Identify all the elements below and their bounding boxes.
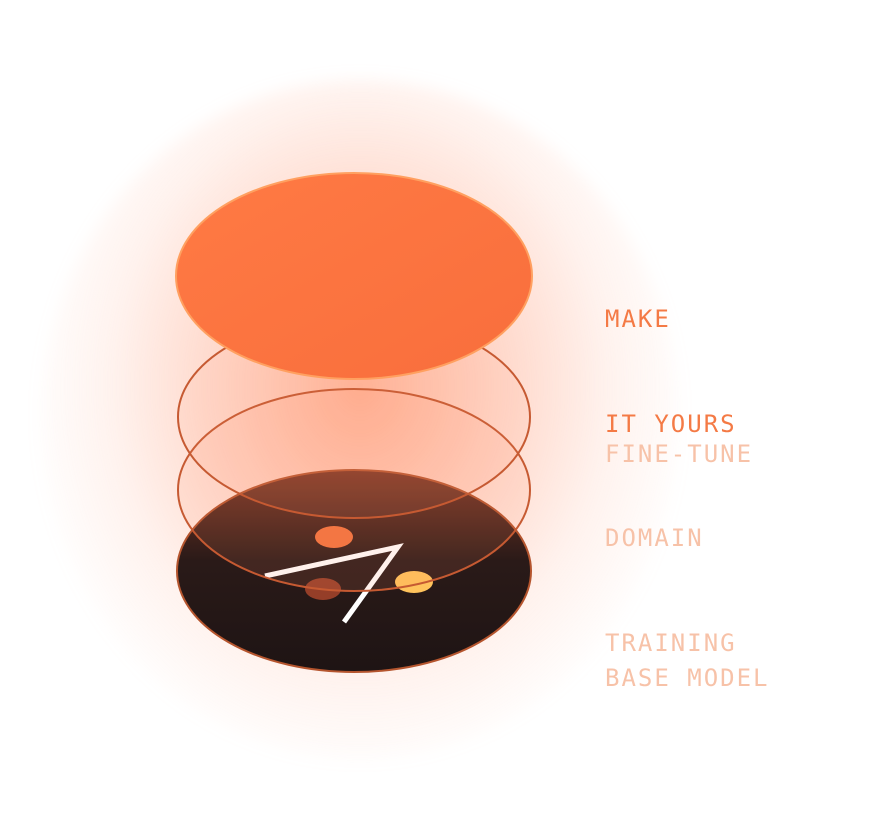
logo-dot-top <box>315 526 353 548</box>
domain-training-ring <box>177 388 531 592</box>
label-domain-training-line-2: TRAINING <box>605 629 737 657</box>
label-domain-training: DOMAIN TRAINING <box>605 451 737 731</box>
label-make-it-yours-line-2: IT YOURS <box>605 410 737 438</box>
label-fine-tune: FINE-TUNE <box>605 367 753 542</box>
logo-mark-icon <box>264 526 433 624</box>
base-model-disc <box>176 469 532 673</box>
label-fine-tune-line-1: FINE-TUNE <box>605 440 754 468</box>
label-base-model-line-1: BASE MODEL <box>605 664 770 692</box>
label-domain-training-line-1: DOMAIN <box>605 524 704 552</box>
label-base-model: BASE MODEL <box>605 591 770 766</box>
label-make-it-yours: MAKE IT YOURS <box>605 232 737 512</box>
label-make-it-yours-line-1: MAKE <box>605 305 671 333</box>
make-it-yours-disc <box>175 172 533 380</box>
logo-chevron <box>264 543 404 624</box>
